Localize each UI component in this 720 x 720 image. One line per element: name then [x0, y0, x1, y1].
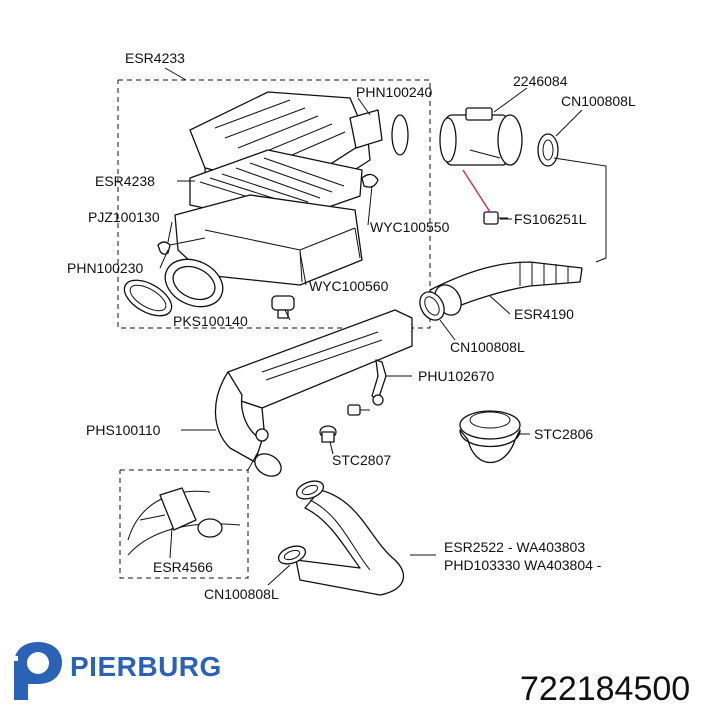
lower-hose-esr2522 [295, 489, 405, 596]
label-esr4238: ESR4238 [95, 173, 155, 189]
clip-pjz100130 [157, 241, 171, 255]
brand-name: PIERBURG [70, 651, 222, 682]
label-cn100808l-top: CN100808L [561, 93, 636, 109]
mounting-indicator [462, 169, 491, 213]
drain-valve-pks100140 [271, 295, 295, 319]
pierburg-p-logo-icon [6, 642, 62, 700]
clip-wyc100550 [361, 173, 379, 188]
label-fs106251l: FS106251L [514, 211, 587, 227]
label-2246084: 2246084 [513, 73, 568, 89]
seal-ring-phn100240 [391, 114, 409, 156]
leader-lines [159, 87, 583, 586]
air-mass-meter [439, 107, 523, 166]
label-cn100808l-mid: CN100808L [450, 339, 525, 355]
label-pks100140: PKS100140 [173, 313, 248, 329]
hose-clamp-mid [419, 291, 445, 321]
label-phd103330: PHD103330 WA403804 - [444, 557, 602, 573]
screw-fs106251l [483, 211, 508, 225]
charge-air-pipe [214, 309, 413, 477]
intake-mouth [164, 258, 224, 308]
part-number: 722184500 [520, 670, 690, 708]
bracket-phu102670 [371, 359, 387, 406]
label-esr2522: ESR2522 - WA403803 [444, 539, 585, 555]
air-filter-group [117, 67, 431, 329]
label-stc2806: STC2806 [534, 426, 593, 442]
hose-clamp-lower-top [295, 480, 325, 500]
bolt [347, 404, 370, 416]
valve-stc2806 [459, 410, 521, 464]
label-phs100110: PHS100110 [86, 422, 161, 438]
intake-hose-esr4190 [429, 261, 583, 316]
label-esr4233: ESR4233 [125, 50, 185, 66]
inset-detail-esr4566 [119, 451, 259, 579]
label-phu102670: PHU102670 [418, 368, 494, 384]
oval-seal-phn100230 [123, 279, 173, 317]
label-phn100230: PHN100230 [67, 260, 143, 276]
label-esr4566: ESR4566 [153, 559, 213, 575]
hose-clamp-lower-bottom [277, 545, 307, 565]
label-pjz100130: PJZ100130 [88, 209, 160, 225]
label-esr4190: ESR4190 [514, 306, 574, 322]
label-cn100808l-bottom: CN100808L [204, 586, 279, 602]
label-stc2807: STC2807 [332, 452, 391, 468]
grommet-stc2807 [319, 425, 337, 443]
label-wyc100550: WYC100550 [370, 219, 450, 235]
label-wyc100560: WYC100560 [309, 278, 389, 294]
label-phn100240: PHN100240 [356, 84, 432, 100]
hose-clamp-top [537, 133, 559, 167]
